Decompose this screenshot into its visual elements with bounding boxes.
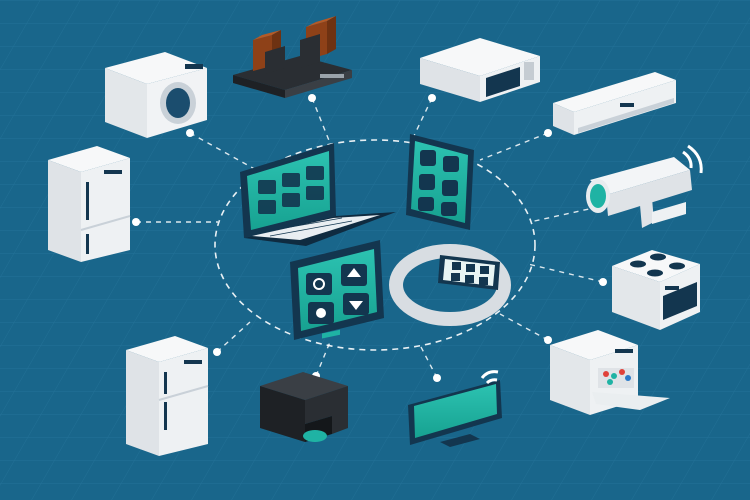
speaker-icon[interactable] xyxy=(233,16,352,98)
stove-icon[interactable] xyxy=(612,250,700,330)
camera-icon[interactable] xyxy=(586,144,703,228)
fridge-icon[interactable] xyxy=(126,336,209,456)
dishwasher-icon[interactable] xyxy=(550,330,670,418)
fridge-icon[interactable] xyxy=(48,146,131,262)
connector-dots xyxy=(132,94,607,382)
tv-icon[interactable] xyxy=(408,370,502,447)
tablet-icon[interactable] xyxy=(290,240,384,340)
tablet-icon[interactable] xyxy=(406,134,474,230)
laptop-icon[interactable] xyxy=(240,143,396,246)
microwave-icon[interactable] xyxy=(420,38,540,102)
coffee-machine-icon[interactable] xyxy=(260,329,348,442)
connector-lines xyxy=(136,97,604,379)
bracelet-icon[interactable] xyxy=(389,244,511,326)
air-conditioner-icon[interactable] xyxy=(553,72,676,135)
network-ring xyxy=(214,139,536,351)
washing-machine-icon[interactable] xyxy=(105,52,207,138)
